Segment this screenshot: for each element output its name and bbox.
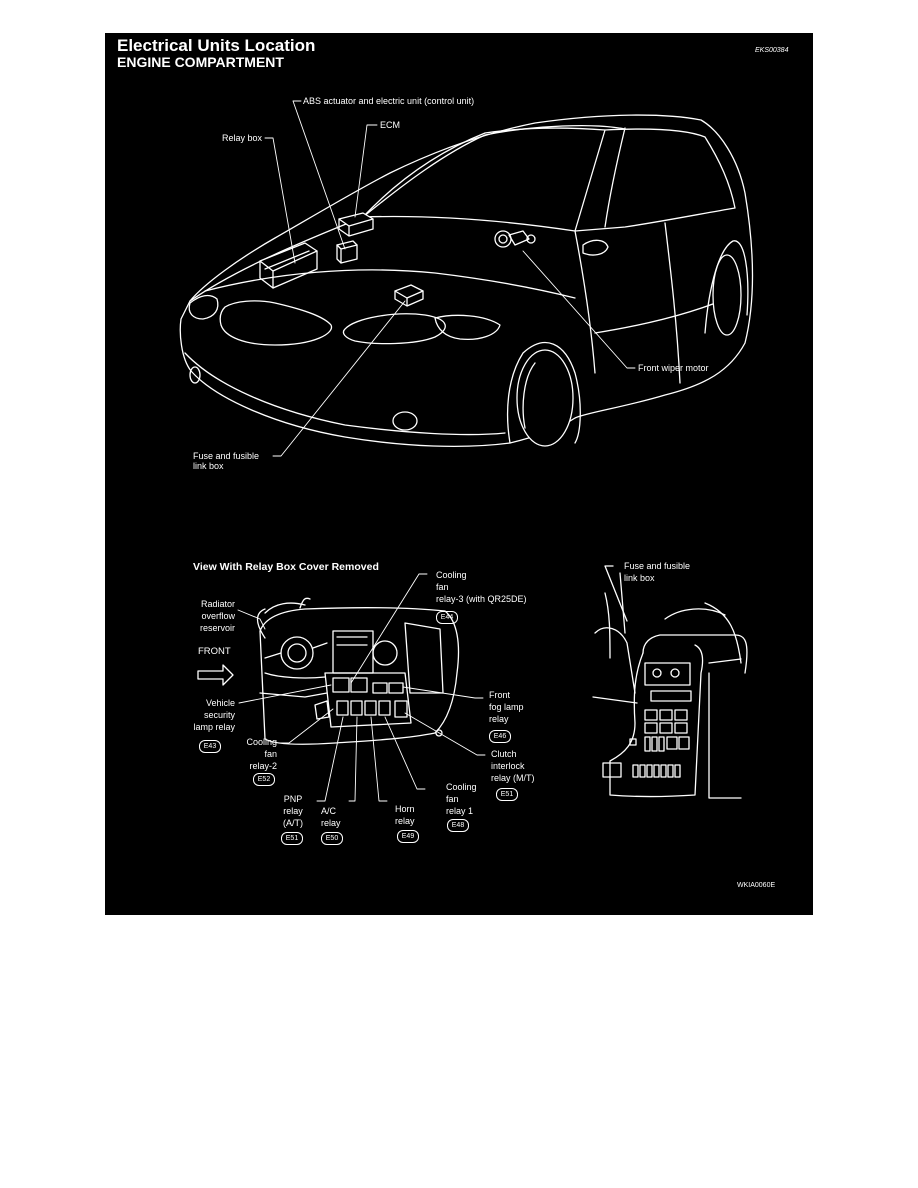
label-security-lamp-line2: security xyxy=(203,710,235,720)
connector-badge: E50 xyxy=(321,832,343,845)
label-ac-relay-line2: relay xyxy=(321,818,341,828)
label-cooling-fan-2-line3: relay-2 xyxy=(249,761,277,771)
label-radiator-line1: Radiator xyxy=(200,599,235,609)
label-clutch-interlock-line2: interlock xyxy=(491,761,525,771)
label-clutch-interlock-line1: Clutch xyxy=(491,749,517,759)
label-fog-lamp-line3: relay xyxy=(489,714,509,724)
car-illustration xyxy=(179,114,754,448)
label-pnp-line1: PNP xyxy=(283,794,303,804)
label-cooling-fan-3-line3: relay-3 (with QR25DE) xyxy=(436,594,527,604)
relay-box-view xyxy=(256,597,460,745)
fuse-box-view xyxy=(592,565,748,799)
connector-badge: E46 xyxy=(489,730,511,743)
figure-id: WKIA0060E xyxy=(737,882,776,889)
label-pnp-line2: relay xyxy=(283,806,303,816)
front-arrow xyxy=(197,664,234,686)
label-abs-unit: ABS actuator and electric unit (control … xyxy=(303,96,475,106)
line-art xyxy=(179,100,754,802)
label-clutch-interlock-line3: relay (M/T) xyxy=(491,773,535,783)
document-id: EKS00384 xyxy=(755,47,789,54)
label-fog-lamp-line1: Front xyxy=(489,690,511,700)
label-pnp-line3: (A/T) xyxy=(283,818,303,828)
page-subtitle: ENGINE COMPARTMENT xyxy=(117,54,284,70)
connector-badge: E44 xyxy=(436,611,458,624)
connector-badge: E52 xyxy=(253,773,275,786)
label-fuse-view-line1: Fuse and fusible xyxy=(624,561,691,571)
label-security-lamp-line3: lamp relay xyxy=(193,722,235,732)
label-relay-box: Relay box xyxy=(221,133,262,143)
label-cooling-fan-1-line1: Cooling xyxy=(446,782,477,792)
wiper-motor-component xyxy=(494,230,536,248)
label-radiator-line2: overflow xyxy=(201,611,235,621)
relay-leader-lines xyxy=(237,573,486,802)
label-fuse-box-line2: link box xyxy=(193,461,224,471)
label-fog-lamp-line2: fog lamp xyxy=(489,702,524,712)
label-ac-relay-line1: A/C xyxy=(321,806,337,816)
label-ecm: ECM xyxy=(380,120,400,130)
front-label: FRONT xyxy=(198,646,231,657)
page-title: Electrical Units Location xyxy=(117,36,316,55)
car-leader-lines xyxy=(264,100,636,457)
connector-badge: E51 xyxy=(496,788,518,801)
connector-badge: E49 xyxy=(397,830,419,843)
label-cooling-fan-3-line2: fan xyxy=(436,582,449,592)
label-horn-relay-line1: Horn xyxy=(395,804,415,814)
label-cooling-fan-1-line3: relay 1 xyxy=(446,806,474,816)
label-horn-relay-line2: relay xyxy=(395,816,415,826)
ecm-component xyxy=(338,212,374,237)
label-cooling-fan-2-line2: fan xyxy=(264,749,277,759)
connector-badge: E43 xyxy=(199,740,221,753)
label-front-wiper-motor: Front wiper motor xyxy=(638,363,709,373)
label-radiator-line3: reservoir xyxy=(199,623,235,633)
label-cooling-fan-1-line2: fan xyxy=(446,794,459,804)
connector-badge: E48 xyxy=(447,819,469,832)
label-cooling-fan-3-line1: Cooling xyxy=(436,570,467,580)
fuse-box-component xyxy=(394,284,424,307)
connector-badge: E51 xyxy=(281,832,303,845)
label-security-lamp-line1: Vehicle xyxy=(205,698,235,708)
relay-view-heading: View With Relay Box Cover Removed xyxy=(193,561,379,573)
label-fuse-view-line2: link box xyxy=(624,573,655,583)
diagram-panel: Electrical Units Location ENGINE COMPART… xyxy=(105,33,813,915)
label-fuse-box-line1: Fuse and fusible xyxy=(193,451,260,461)
relay-box-component xyxy=(259,242,318,289)
label-cooling-fan-2-line1: Cooling xyxy=(246,737,277,747)
abs-unit-component xyxy=(336,240,358,264)
